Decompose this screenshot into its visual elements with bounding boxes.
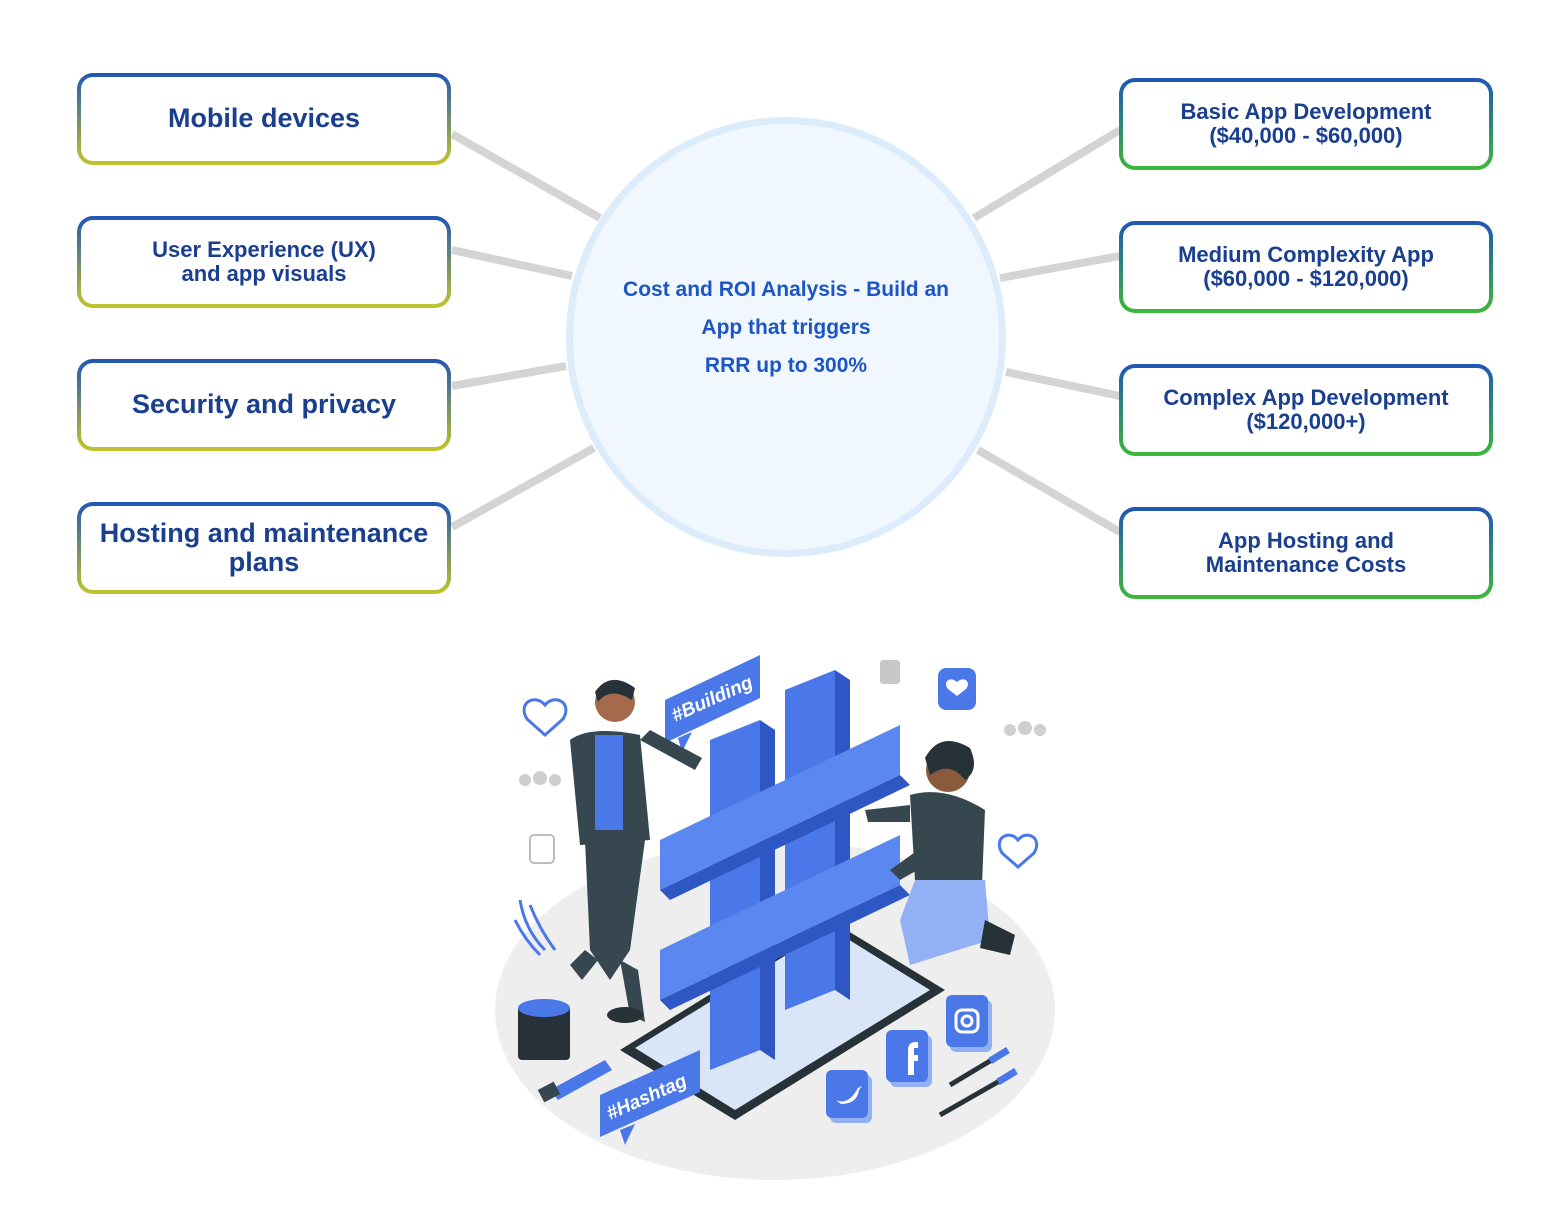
hashtag-icon [660,670,910,1070]
connector-line-left-4 [450,444,596,531]
heart-bubble-icon [938,668,976,710]
twitter-icon [826,1070,872,1123]
node-hosting-maintenance: Hosting and maintenance plans [77,502,451,594]
node-security-privacy: Security and privacy [77,359,451,451]
paint-brush-icon [537,1060,612,1103]
hub-title: Cost and ROI Analysis - Build an App tha… [623,278,949,377]
connector-line-right-4 [975,446,1123,536]
node-medium-complexity-app: Medium Complexity App ($60,000 - $120,00… [1119,221,1493,313]
hashtag-illustration: #Building #Hashtag [495,655,1055,1180]
people-icon [519,721,1046,786]
connector-line-left-1 [450,130,602,222]
connector-line-right-2 [999,252,1121,282]
paint-bucket-icon [518,999,570,1060]
connector-line-right-1 [971,126,1123,222]
standing-man-figure [570,679,702,1023]
heart-icon [522,698,568,738]
tools-icon [938,1047,1018,1118]
instagram-icon [946,995,992,1052]
node-app-hosting-costs: App Hosting and Maintenance Costs [1119,507,1493,599]
node-user-experience: User Experience (UX) and app visuals [77,216,451,308]
node-basic-app-development: Basic App Development ($40,000 - $60,000… [1119,78,1493,170]
like-icon [529,660,900,864]
tablet-device [620,920,945,1120]
connector-line-left-2 [451,246,573,280]
connector-line-right-3 [1005,368,1121,400]
connector-line-left-3 [451,362,567,390]
kneeling-woman-figure [865,740,1015,965]
node-complex-app-development: Complex App Development ($120,000+) [1119,364,1493,456]
facebook-icon [886,1030,932,1087]
node-mobile-devices: Mobile devices [77,73,451,165]
heart-icon [997,833,1039,869]
central-hub-circle: Cost and ROI Analysis - Build an App tha… [566,117,1006,557]
plant-decoration [513,899,557,957]
